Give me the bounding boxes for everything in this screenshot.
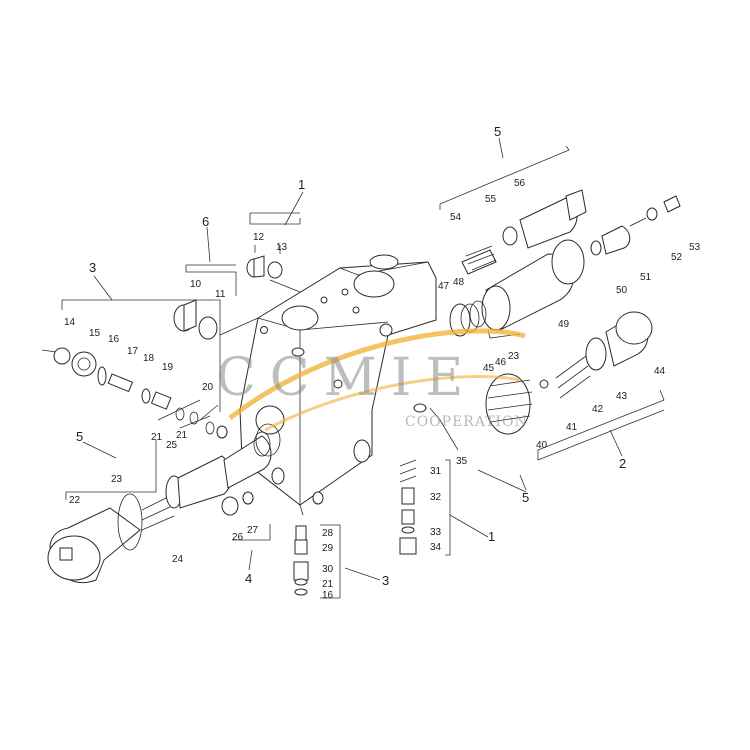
part-label: 56 xyxy=(514,178,526,189)
part-label: 27 xyxy=(247,525,259,536)
part-label: 43 xyxy=(616,391,628,402)
group-labels: 1 1 2 3 3 4 5 5 5 6 xyxy=(76,124,626,588)
part-label: 15 xyxy=(89,328,101,339)
part-label: 42 xyxy=(592,404,604,415)
top-small-parts xyxy=(173,255,301,340)
group-label: 5 xyxy=(522,490,529,505)
part-label: 45 xyxy=(483,363,495,374)
group-label: 4 xyxy=(245,571,252,586)
part-label: 10 xyxy=(190,279,202,290)
part-label: 49 xyxy=(558,319,570,330)
bottom-parts xyxy=(221,403,427,596)
part-label: 13 xyxy=(276,242,288,253)
part-label: 50 xyxy=(616,285,628,296)
part-label: 28 xyxy=(322,528,334,539)
part-label: 19 xyxy=(162,362,174,373)
part-label: 14 xyxy=(64,317,76,328)
group-label: 5 xyxy=(494,124,501,139)
ccmie-watermark: CCMIE COOPERATION xyxy=(216,328,528,432)
part-label: 17 xyxy=(127,346,139,357)
part-label: 20 xyxy=(202,382,214,393)
right-lower-assembly xyxy=(485,311,653,435)
part-label: 29 xyxy=(322,543,334,554)
part-label: 11 xyxy=(215,289,226,300)
group-label: 5 xyxy=(76,429,83,444)
top-right-assembly xyxy=(449,189,681,337)
part-label: 40 xyxy=(536,440,548,451)
group-label: 3 xyxy=(382,573,389,588)
part-label: 16 xyxy=(108,334,120,345)
part-label: 21 xyxy=(322,579,334,590)
part-label: 44 xyxy=(654,366,666,377)
part-label: 55 xyxy=(485,194,497,205)
part-label: 51 xyxy=(640,272,652,283)
part-label: 12 xyxy=(253,232,265,243)
leader-lines xyxy=(61,137,665,599)
left-spool-assembly xyxy=(47,423,281,584)
watermark-subtext: COOPERATION xyxy=(405,414,528,430)
part-label: 32 xyxy=(430,492,442,503)
part-label: 16 xyxy=(322,590,334,601)
group-label: 1 xyxy=(488,529,495,544)
part-label: 34 xyxy=(430,542,442,553)
part-label: 31 xyxy=(430,466,442,477)
part-label: 48 xyxy=(453,277,465,288)
part-label: 23 xyxy=(111,474,123,485)
watermark-text: CCMIE xyxy=(216,348,477,408)
part-label: 26 xyxy=(232,532,244,543)
part-label: 22 xyxy=(69,495,81,506)
part-label: 35 xyxy=(456,456,468,467)
group-label: 1 xyxy=(298,177,305,192)
valve-body xyxy=(239,254,437,516)
part-label: 53 xyxy=(689,242,701,253)
part-labels: 10 11 12 13 14 15 16 16 17 18 19 20 21 2… xyxy=(64,178,701,601)
part-label: 41 xyxy=(566,422,578,433)
part-label: 30 xyxy=(322,564,334,575)
part-label: 52 xyxy=(671,252,683,263)
group-label: 2 xyxy=(619,456,626,471)
group-label: 3 xyxy=(89,260,96,275)
part-label: 23 xyxy=(508,351,520,362)
part-label: 18 xyxy=(143,353,155,364)
left-parts-stack xyxy=(41,347,228,439)
part-label: 21 xyxy=(151,432,163,443)
part-label: 21 xyxy=(176,430,188,441)
part-label: 24 xyxy=(172,554,184,565)
part-label: 47 xyxy=(438,281,450,292)
part-label: 54 xyxy=(450,212,462,223)
part-label: 46 xyxy=(495,357,507,368)
part-label: 33 xyxy=(430,527,442,538)
part-label: 25 xyxy=(166,440,178,451)
group-label: 6 xyxy=(202,214,209,229)
